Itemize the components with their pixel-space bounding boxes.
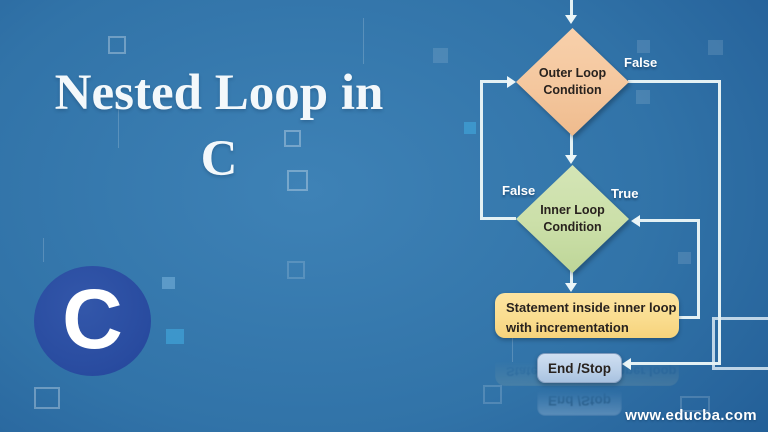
edge-loopback-top-line bbox=[640, 219, 699, 222]
decor-square bbox=[678, 252, 691, 264]
decor-square bbox=[464, 122, 476, 134]
decor-square bbox=[680, 396, 710, 412]
decor-line bbox=[363, 18, 364, 64]
edge-loopback-vertical-line bbox=[697, 219, 700, 319]
outer-decision-label-line1: Outer Loop bbox=[538, 66, 607, 81]
end-node-reflection: End /Stop bbox=[537, 386, 622, 416]
page-title-line1: Nested Loop in bbox=[54, 65, 384, 121]
decor-square bbox=[483, 385, 502, 404]
c-language-logo: C bbox=[34, 266, 151, 376]
decor-square bbox=[162, 277, 175, 289]
decor-square bbox=[636, 90, 650, 104]
arrowhead-into-inner-icon bbox=[565, 155, 577, 164]
edge-inner-false-line bbox=[481, 217, 516, 220]
end-node: End /Stop bbox=[537, 353, 622, 383]
decor-square bbox=[287, 170, 308, 191]
arrowhead-into-outer-icon bbox=[507, 75, 516, 88]
decor-square bbox=[433, 48, 448, 63]
edge-into-end-line bbox=[631, 362, 719, 365]
outer-decision-node: Outer Loop Condition bbox=[516, 28, 629, 136]
outer-false-label: False bbox=[624, 55, 658, 70]
edge-outer-false-line bbox=[628, 80, 721, 83]
decor-square bbox=[712, 317, 768, 370]
edge-inner-to-statement-line bbox=[570, 270, 573, 284]
decor-line bbox=[118, 95, 119, 148]
inner-decision-label-line2: Condition bbox=[543, 220, 602, 234]
decor-square bbox=[284, 130, 301, 147]
outer-decision-label-line2: Condition bbox=[543, 83, 602, 97]
decor-square bbox=[637, 40, 650, 53]
statement-label-line2: with incrementation bbox=[506, 319, 629, 335]
edge-start-line bbox=[570, 0, 573, 16]
edge-left-vertical-line bbox=[480, 80, 483, 220]
arrowhead-into-statement-icon bbox=[565, 283, 577, 292]
page-title: Nested Loop in C bbox=[14, 60, 424, 192]
edge-into-outer-line bbox=[480, 80, 507, 83]
inner-decision-label-line1: Inner Loop bbox=[540, 203, 605, 218]
edge-outer-to-inner-line bbox=[570, 134, 573, 156]
c-logo-letter: C bbox=[62, 272, 123, 366]
inner-true-label: True bbox=[611, 186, 639, 201]
end-node-label: End /Stop bbox=[548, 360, 611, 376]
inner-decision-node: Inner Loop Condition bbox=[516, 165, 629, 273]
decor-square bbox=[34, 387, 60, 409]
decor-square bbox=[708, 40, 723, 55]
arrowhead-start-icon bbox=[565, 15, 577, 24]
page-title-line2: C bbox=[200, 131, 238, 187]
decor-square bbox=[108, 36, 126, 54]
watermark: www.educba.com bbox=[625, 407, 757, 424]
arrowhead-into-end-icon bbox=[622, 357, 631, 370]
statement-node: Statement inside inner loop with increme… bbox=[495, 293, 679, 338]
edge-right-vertical-line bbox=[718, 80, 721, 365]
statement-label-line1: Statement inside inner loop bbox=[506, 300, 677, 315]
decor-line bbox=[43, 238, 44, 262]
inner-false-label: False bbox=[502, 183, 536, 198]
decor-square bbox=[287, 261, 305, 279]
decor-square bbox=[166, 329, 184, 344]
edge-loopback-exit-line bbox=[678, 316, 700, 319]
arrowhead-loopback-icon bbox=[631, 214, 640, 227]
decor-line bbox=[512, 330, 513, 362]
